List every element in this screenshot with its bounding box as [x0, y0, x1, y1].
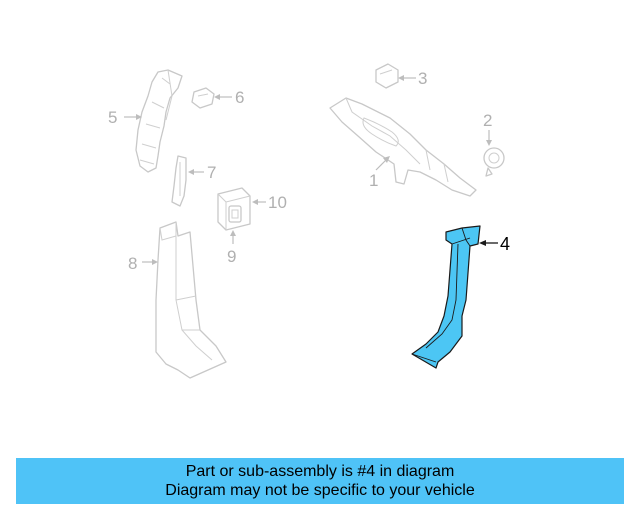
arrow-1 [383, 156, 390, 163]
part-1-upper-trim [329, 97, 477, 197]
part-info-banner: Part or sub-assembly is #4 in diagram Di… [16, 458, 624, 504]
part-4-highlighted-trim [411, 225, 481, 369]
arrow-4 [479, 240, 486, 246]
part-6-clip [191, 87, 215, 109]
callout-7: 7 [207, 163, 216, 182]
part-2-push-clip [483, 147, 505, 177]
callout-8: 8 [128, 254, 137, 273]
parts-diagram: 5 6 7 10 9 8 3 [108, 63, 510, 379]
arrow-8 [152, 259, 158, 265]
arrow-5 [136, 114, 142, 120]
callout-1: 1 [369, 171, 378, 190]
leader-1 [375, 159, 387, 171]
banner-line-part: Part or sub-assembly is #4 in diagram [185, 463, 455, 480]
callout-5: 5 [108, 108, 117, 127]
callout-3: 3 [418, 69, 427, 88]
part-8-lower-trim [155, 221, 227, 379]
arrow-7 [188, 169, 194, 175]
arrow-9 [230, 230, 236, 236]
part-5-pillar-trim [135, 69, 183, 173]
arrow-10 [252, 199, 258, 205]
callout-6: 6 [235, 88, 244, 107]
arrow-3 [398, 75, 404, 81]
callout-10: 10 [268, 193, 287, 212]
arrow-6 [214, 94, 220, 100]
callout-9: 9 [227, 247, 236, 266]
part-3-clip [375, 63, 399, 89]
arrow-2 [486, 140, 492, 146]
part-7-garnish [171, 155, 187, 207]
callout-4: 4 [500, 234, 510, 254]
callout-2: 2 [483, 111, 492, 130]
part-10-switch [217, 187, 251, 231]
banner-line-disclaimer: Diagram may not be specific to your vehi… [165, 482, 475, 499]
